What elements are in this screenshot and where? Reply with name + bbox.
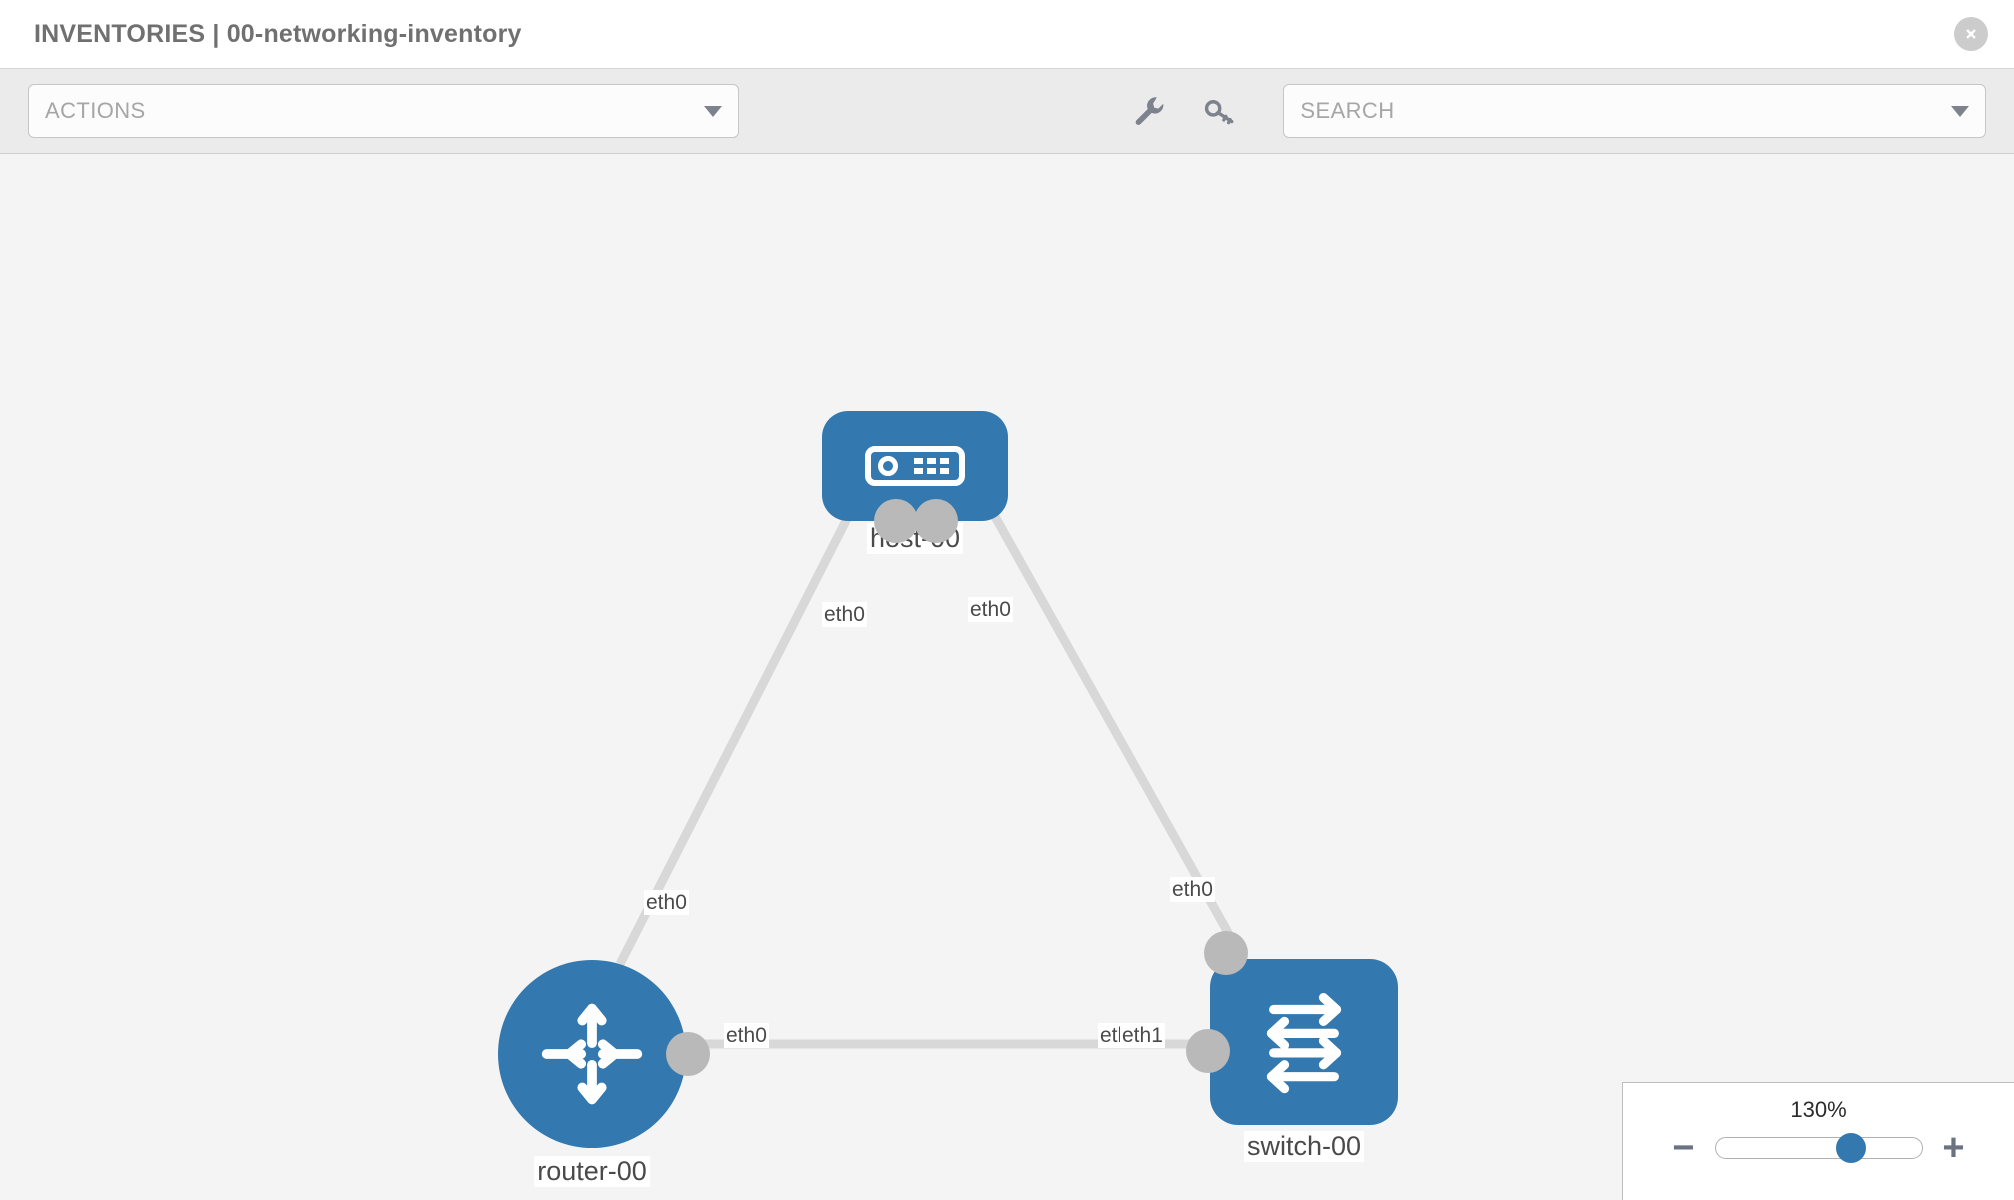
search-input[interactable]: SEARCH — [1283, 84, 1986, 138]
switch-icon — [1266, 992, 1342, 1094]
actions-dropdown-label: ACTIONS — [45, 98, 146, 123]
topology-toolbar: ACTIONS SEARCH — [0, 68, 2014, 154]
router-icon — [541, 1003, 643, 1105]
node-label-switch-00: switch-00 — [1243, 1131, 1365, 1163]
zoom-in-button[interactable]: + — [1942, 1127, 1965, 1169]
port-host-left[interactable] — [874, 499, 918, 543]
chevron-down-icon — [704, 105, 723, 117]
toolbar-icon-group — [1129, 91, 1239, 131]
page-header: INVENTORIES | 00-networking-inventory — [0, 0, 2014, 68]
switch-node-shape — [1210, 959, 1398, 1125]
zoom-slider[interactable] — [1714, 1133, 1923, 1163]
host-node-shape — [822, 411, 1008, 521]
port-host-right[interactable] — [914, 499, 958, 543]
edge-label-host-right: eth0 — [968, 597, 1013, 623]
link-host-switch — [956, 451, 1244, 957]
node-host-00[interactable]: host-00 — [822, 411, 1008, 555]
topology-links — [615, 451, 1244, 1049]
zoom-slider-row: − + — [1623, 1127, 2014, 1169]
chevron-down-icon — [1951, 105, 1969, 117]
page-title: INVENTORIES | 00-networking-inventory — [34, 19, 522, 48]
wrench-icon[interactable] — [1129, 91, 1169, 131]
topology-canvas[interactable]: host-00 route — [0, 154, 2014, 1200]
key-icon[interactable] — [1199, 91, 1239, 131]
port-switch-left[interactable] — [1186, 1029, 1230, 1073]
zoom-slider-handle[interactable] — [1836, 1133, 1867, 1163]
router-node-shape — [498, 960, 686, 1148]
edge-label-host-left: eth0 — [822, 602, 867, 628]
edge-label-switch-up: eth0 — [1170, 877, 1215, 903]
actions-dropdown[interactable]: ACTIONS — [28, 84, 740, 138]
server-icon — [865, 446, 965, 486]
close-icon[interactable] — [1954, 17, 1988, 51]
port-router-right[interactable] — [666, 1032, 710, 1076]
edge-label-router-right: eth0 — [724, 1023, 769, 1049]
port-switch-top[interactable] — [1204, 931, 1248, 975]
zoom-level-value: 130% — [1790, 1097, 1847, 1122]
search-placeholder: SEARCH — [1300, 98, 1395, 123]
edge-label-switch-left-b: eth1 — [1120, 1023, 1165, 1049]
node-label-router-00: router-00 — [534, 1156, 650, 1188]
zoom-control-panel: 130% − + — [1622, 1082, 2014, 1200]
zoom-out-button[interactable]: − — [1672, 1127, 1695, 1169]
node-router-00[interactable]: router-00 — [498, 960, 710, 1188]
link-host-router — [615, 451, 885, 967]
edge-label-router-up: eth0 — [644, 890, 689, 916]
node-switch-00[interactable]: switch-00 — [1186, 931, 1398, 1163]
